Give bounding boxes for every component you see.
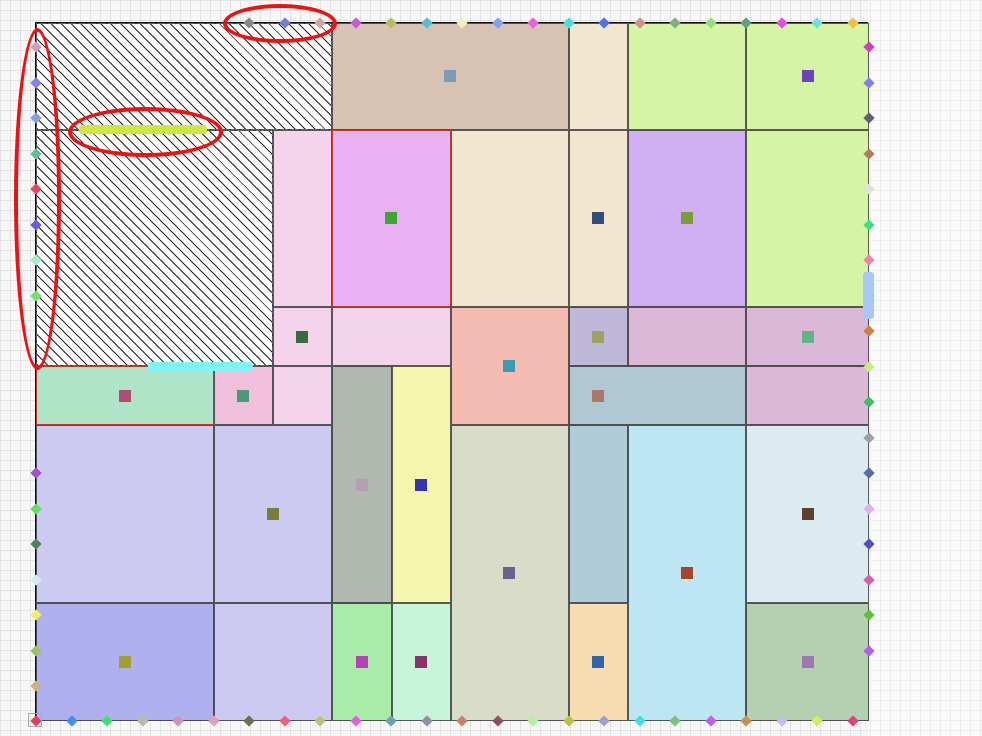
board-region[interactable] xyxy=(214,603,332,721)
highlight-ellipse-top xyxy=(223,4,337,43)
board-region[interactable] xyxy=(569,23,628,130)
square-token[interactable] xyxy=(592,390,604,402)
board-region[interactable] xyxy=(273,130,332,307)
cyan-bar-piece[interactable] xyxy=(148,362,253,371)
square-token[interactable] xyxy=(356,656,368,668)
square-token[interactable] xyxy=(802,508,814,520)
side-panel-backdrop xyxy=(868,0,982,736)
board-region[interactable] xyxy=(451,130,569,307)
square-token[interactable] xyxy=(802,70,814,82)
square-token[interactable] xyxy=(415,656,427,668)
game-board[interactable] xyxy=(14,4,875,727)
board-region[interactable] xyxy=(273,366,332,425)
square-token[interactable] xyxy=(503,360,515,372)
square-token[interactable] xyxy=(681,212,693,224)
board-region[interactable] xyxy=(746,366,869,425)
highlight-ellipse-bar xyxy=(68,107,223,157)
board-region[interactable] xyxy=(628,23,746,130)
square-token[interactable] xyxy=(356,479,368,491)
square-token[interactable] xyxy=(119,390,131,402)
square-token[interactable] xyxy=(119,656,131,668)
board-region[interactable] xyxy=(36,130,273,366)
square-token[interactable] xyxy=(385,212,397,224)
square-token[interactable] xyxy=(503,567,515,579)
square-token[interactable] xyxy=(444,70,456,82)
board-region[interactable] xyxy=(746,130,869,307)
square-token[interactable] xyxy=(296,331,308,343)
square-token[interactable] xyxy=(267,508,279,520)
square-token[interactable] xyxy=(681,567,693,579)
square-token[interactable] xyxy=(802,331,814,343)
highlight-ellipse-left xyxy=(14,28,61,370)
board-region[interactable] xyxy=(569,425,628,603)
square-token[interactable] xyxy=(592,331,604,343)
board-region[interactable] xyxy=(628,307,746,366)
square-token[interactable] xyxy=(802,656,814,668)
board-region[interactable] xyxy=(36,425,214,603)
square-token[interactable] xyxy=(592,212,604,224)
blue-bar-piece[interactable] xyxy=(863,272,874,319)
square-token[interactable] xyxy=(237,390,249,402)
corner-resize-handle[interactable] xyxy=(28,713,42,727)
square-token[interactable] xyxy=(415,479,427,491)
square-token[interactable] xyxy=(592,656,604,668)
board-region[interactable] xyxy=(332,307,451,366)
